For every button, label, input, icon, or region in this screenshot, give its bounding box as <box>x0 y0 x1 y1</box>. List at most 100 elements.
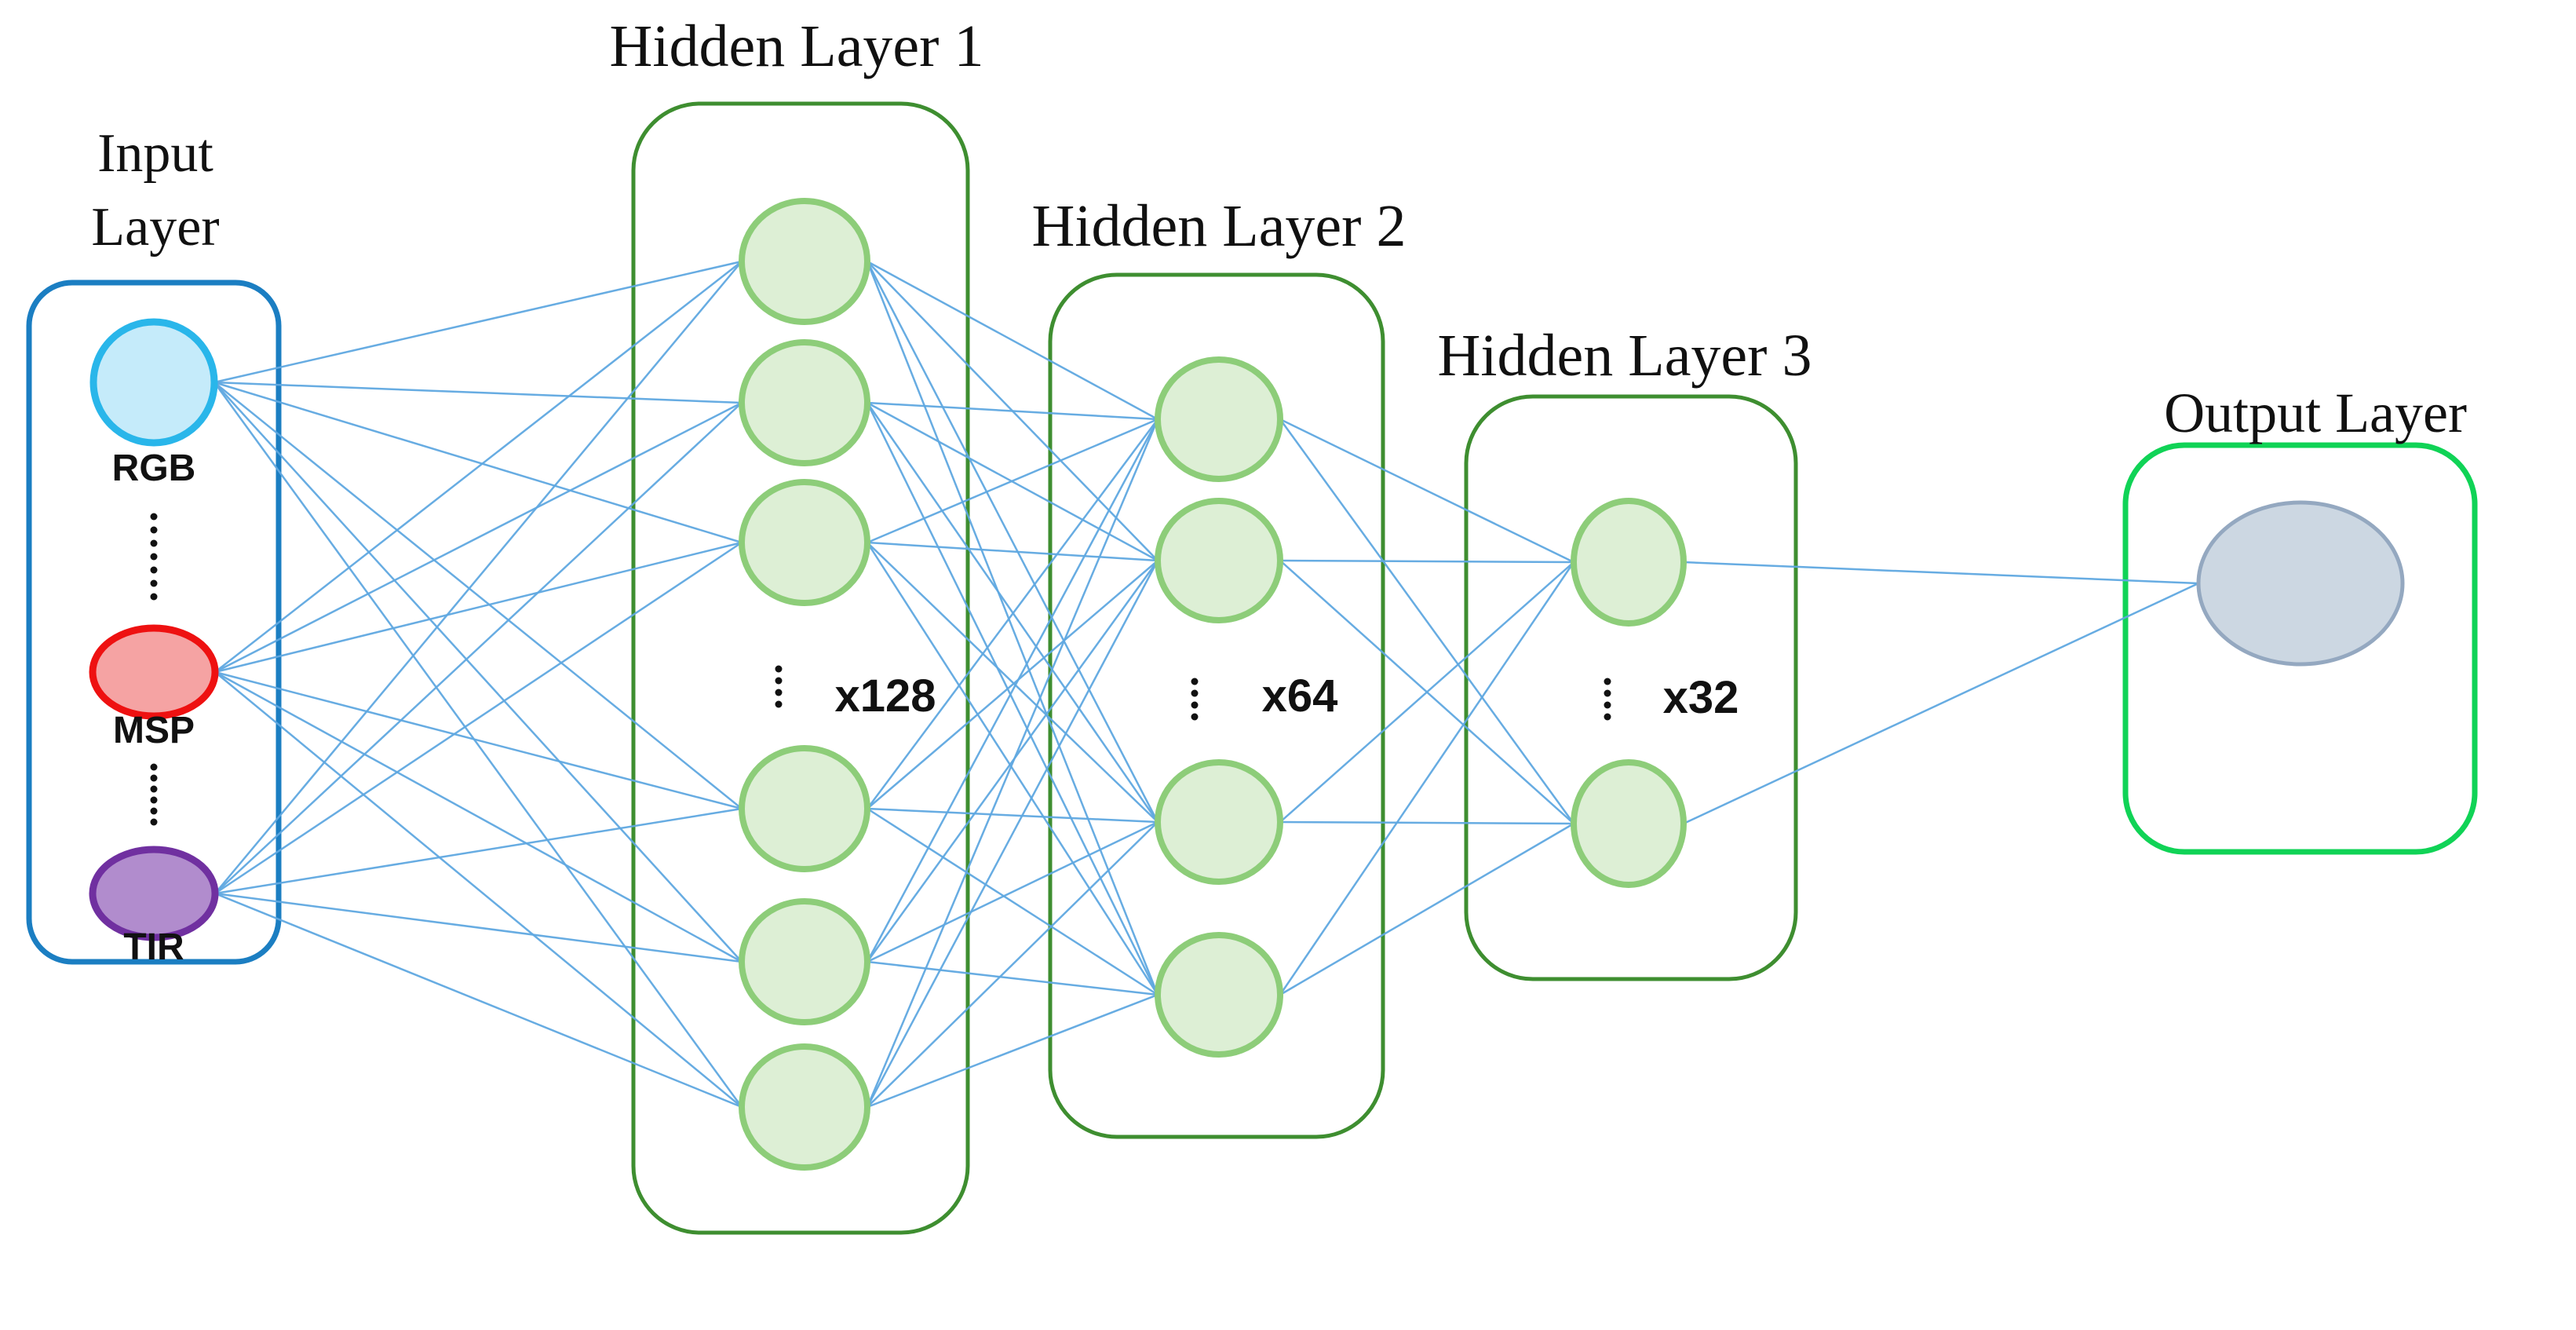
input-ellipsis-dot <box>150 579 158 587</box>
output-layer-box <box>2122 442 2478 855</box>
input-layer-title-line2: Layer <box>91 197 219 258</box>
hidden1-node-2 <box>739 339 870 466</box>
hidden3-node-2 <box>1571 759 1687 888</box>
multiplier-x32: x32 <box>1663 672 1739 723</box>
connection-line <box>867 807 1158 996</box>
hidden1-ellipsis-dot <box>775 665 783 673</box>
hidden2-node-1 <box>1155 356 1283 482</box>
connection-line <box>867 821 1158 1108</box>
hidden-layer-1-box <box>631 101 970 1235</box>
labels: Input Layer Hidden Layer 1 Hidden Layer … <box>91 13 2467 968</box>
connection-line <box>866 418 1159 1108</box>
hidden1-node-4 <box>739 745 870 872</box>
input-node-tir <box>89 846 219 941</box>
hidden3-ellipsis-dot <box>1604 689 1611 697</box>
hidden2-ellipsis-dot <box>1191 701 1199 709</box>
input-ellipsis-dot <box>150 526 158 534</box>
connection-line <box>866 418 1159 963</box>
input-ellipsis-dot <box>150 763 158 771</box>
connection-line <box>214 892 743 963</box>
connection-line <box>214 541 743 674</box>
connection-line <box>214 402 743 894</box>
connection-line <box>867 820 1158 963</box>
multiplier-x64: x64 <box>1262 670 1338 722</box>
input-layer-title-line1: Input <box>97 123 213 184</box>
hidden3-node-1 <box>1571 498 1687 627</box>
connection-line <box>866 560 1159 1108</box>
connection-line <box>867 560 1158 809</box>
hidden-layer-2-title: Hidden Layer 2 <box>1032 193 1407 259</box>
hidden1-node-6 <box>739 1043 870 1171</box>
connection-line <box>866 542 1159 996</box>
node-circles <box>89 198 2405 1171</box>
hidden-layer-1-title: Hidden Layer 1 <box>610 13 984 79</box>
connection-line <box>214 807 743 895</box>
connection-line <box>214 401 743 674</box>
multiplier-x128: x128 <box>834 670 936 722</box>
ellipsis-dots <box>150 513 1611 826</box>
msp-node-label: MSP <box>113 710 195 751</box>
hidden1-ellipsis-dot <box>775 700 783 708</box>
hidden1-node-1 <box>739 198 870 325</box>
input-ellipsis-dot <box>150 807 158 815</box>
input-ellipsis-dot <box>150 796 158 804</box>
connection-line <box>866 261 1159 996</box>
hidden3-ellipsis-dot <box>1604 713 1611 721</box>
connection-line <box>867 401 1158 421</box>
connection-line <box>1279 418 1574 564</box>
connection-line <box>1683 582 2199 825</box>
connection-line <box>1279 561 1575 996</box>
connection-line <box>214 670 743 963</box>
connection-line <box>213 260 743 384</box>
hidden2-node-4 <box>1155 932 1283 1058</box>
connection-line <box>866 418 1159 809</box>
hidden1-ellipsis-dot <box>775 677 783 685</box>
connection-line <box>867 260 1158 421</box>
hidden-layer-3-box <box>1464 394 1798 981</box>
hidden1-ellipsis-dot <box>775 689 783 696</box>
hidden2-node-2 <box>1155 498 1283 623</box>
output-node <box>2196 500 2405 667</box>
output-layer-title: Output Layer <box>2164 382 2467 444</box>
connection-line <box>214 541 743 895</box>
hidden2-ellipsis-dot <box>1191 689 1199 697</box>
connection-line <box>1279 418 1575 824</box>
connection-line <box>866 402 1159 996</box>
input-ellipsis-dot <box>150 539 158 547</box>
connection-line <box>214 671 743 1108</box>
connection-line <box>867 993 1158 1109</box>
hidden1-node-3 <box>739 479 870 606</box>
input-ellipsis-dot <box>150 513 158 521</box>
connection-line <box>214 670 743 810</box>
connection-line <box>1279 822 1574 996</box>
connection-line <box>866 261 1159 823</box>
connection-line <box>1279 561 1574 823</box>
connection-line <box>213 381 743 544</box>
input-node-rgb <box>89 318 218 447</box>
hidden3-ellipsis-dot <box>1604 678 1611 685</box>
connection-line <box>213 382 743 809</box>
connection-line <box>1279 559 1574 564</box>
tir-node-label: TIR <box>123 926 184 968</box>
connection-line <box>867 807 1158 824</box>
connection-line <box>213 382 743 963</box>
connection-line <box>213 381 743 404</box>
input-ellipsis-dot <box>150 785 158 793</box>
input-node-msp <box>89 624 219 720</box>
input-ellipsis-dot <box>150 566 158 574</box>
input-ellipsis-dot <box>150 593 158 601</box>
hidden2-node-3 <box>1155 759 1283 885</box>
connection-line <box>214 892 743 1109</box>
hidden2-ellipsis-dot <box>1191 713 1199 721</box>
input-ellipsis-dot <box>150 818 158 826</box>
hidden3-ellipsis-dot <box>1604 701 1611 709</box>
connection-line <box>867 542 1158 823</box>
input-ellipsis-dot <box>150 774 158 782</box>
hidden-layer-3-title: Hidden Layer 3 <box>1438 323 1812 389</box>
input-ellipsis-dot <box>150 553 158 561</box>
connection-line <box>1279 820 1574 825</box>
connection-line <box>1683 561 2199 585</box>
connection-lines <box>213 260 2199 1109</box>
connection-line <box>867 418 1158 544</box>
